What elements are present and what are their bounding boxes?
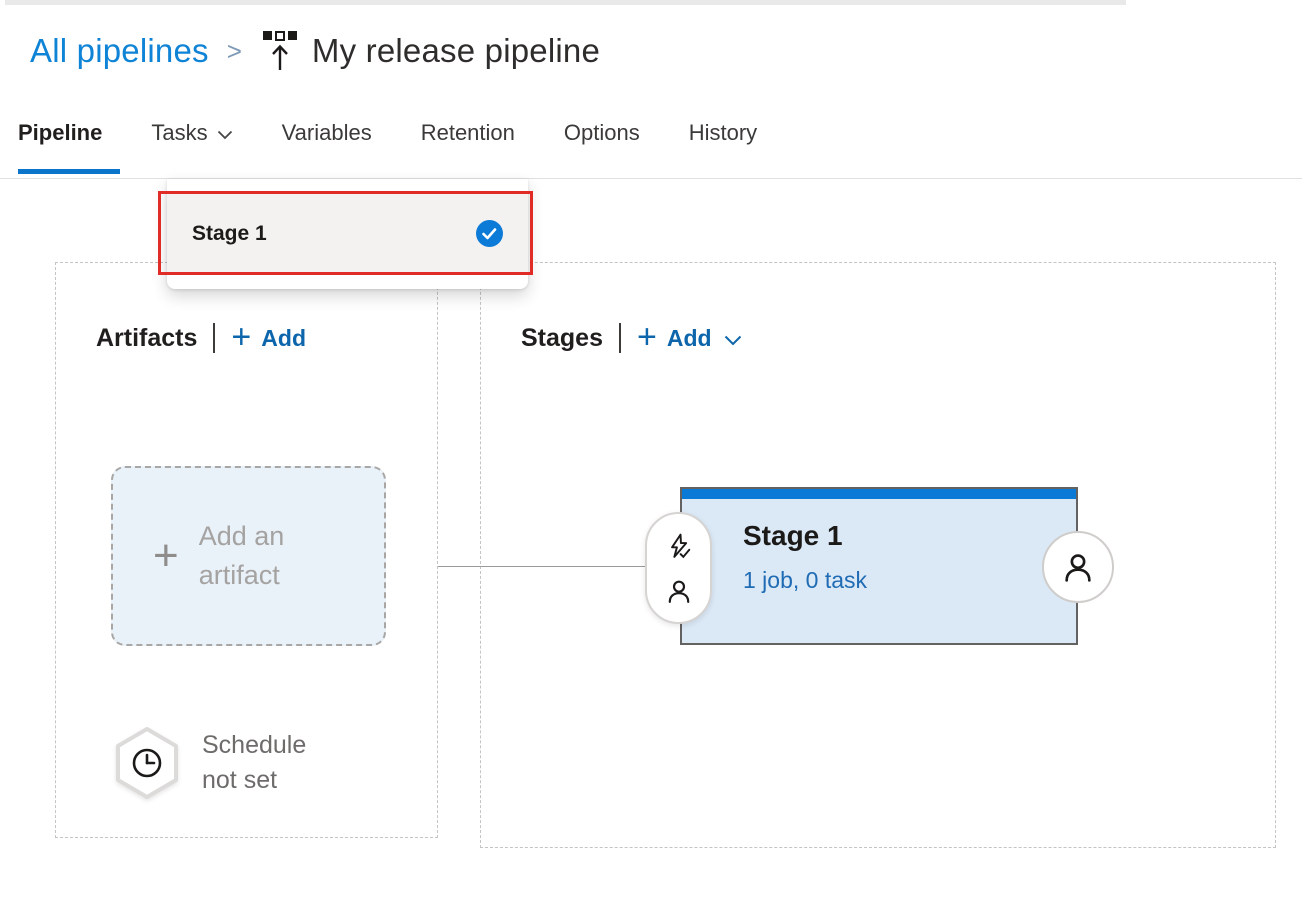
breadcrumb-all-pipelines-link[interactable]: All pipelines [30, 32, 209, 69]
tab-tasks[interactable]: Tasks [151, 120, 232, 172]
artifacts-title: Artifacts [96, 323, 198, 352]
page-title: My release pipeline [311, 32, 601, 69]
pre-deployment-conditions-pill [645, 512, 712, 624]
pre-deployment-conditions-button[interactable] [666, 532, 692, 560]
tab-variables[interactable]: Variables [282, 120, 372, 172]
stage-card[interactable]: Stage 1 1 job, 0 task [680, 487, 1078, 645]
release-pipeline-icon [262, 31, 297, 70]
stages-title: Stages [521, 323, 603, 352]
lightning-check-icon [670, 533, 690, 559]
tab-history[interactable]: History [689, 120, 757, 172]
active-tab-indicator [18, 169, 120, 174]
plus-icon: + [231, 318, 252, 356]
post-deployment-approvals-button[interactable] [1042, 531, 1114, 603]
stage-card-job-task-link[interactable]: 1 job, 0 task [743, 567, 868, 593]
artifacts-panel: Artifacts + Add + Add an artifact Schedu… [55, 262, 438, 838]
add-an-artifact-dropzone[interactable]: + Add an artifact [111, 466, 386, 646]
stages-header: Stages + Add [521, 318, 742, 356]
pre-deployment-approvals-button[interactable] [666, 578, 692, 604]
tab-pipeline[interactable]: Pipeline [18, 120, 102, 172]
schedule-trigger[interactable]: Schedule not set [114, 726, 322, 800]
tab-retention[interactable]: Retention [421, 120, 515, 172]
plus-icon: + [636, 318, 657, 356]
tasks-dropdown-item-stage-1[interactable]: Stage 1 [167, 194, 528, 273]
add-an-artifact-label: Add an artifact [198, 520, 285, 590]
person-icon [1065, 554, 1091, 582]
stages-panel: Stages + Add [480, 262, 1276, 848]
add-stage-button-label: Add [666, 324, 712, 351]
stage-card-status-bar [682, 489, 1076, 499]
person-icon [668, 580, 689, 603]
chevron-down-icon [217, 130, 232, 139]
tab-tasks-label: Tasks [151, 120, 208, 145]
dropdown-item-label: Stage 1 [192, 221, 267, 245]
tab-variables-label: Variables [281, 120, 372, 145]
artifact-stage-connector-line [438, 566, 646, 567]
add-stage-button[interactable]: + Add [636, 318, 742, 356]
add-artifact-button[interactable]: + Add [231, 318, 306, 356]
divider [213, 323, 216, 353]
tab-options-label: Options [563, 120, 640, 145]
artifacts-header: Artifacts + Add [96, 318, 306, 356]
tab-history-label: History [688, 120, 758, 145]
chevron-down-icon [724, 335, 741, 345]
add-artifact-button-label: Add [261, 324, 306, 351]
tasks-dropdown-menu: Stage 1 [167, 179, 528, 289]
stage-card-title: Stage 1 [743, 520, 843, 551]
tab-bar-border [0, 178, 1302, 179]
check-circle-icon [476, 220, 503, 247]
tab-pipeline-label: Pipeline [18, 120, 103, 145]
tab-retention-label: Retention [420, 120, 515, 145]
tab-options[interactable]: Options [564, 120, 640, 172]
tab-bar: Pipeline Tasks Variables Retention Optio… [18, 120, 806, 172]
plus-icon: + [153, 531, 179, 580]
divider [618, 323, 621, 353]
breadcrumb: All pipelines > My release pipeline [30, 26, 600, 76]
top-divider-bar [5, 0, 1126, 5]
clock-in-hexagon-icon [116, 727, 178, 799]
breadcrumb-chevron: > [226, 35, 242, 66]
schedule-not-set-label: Schedule not set [202, 731, 307, 794]
